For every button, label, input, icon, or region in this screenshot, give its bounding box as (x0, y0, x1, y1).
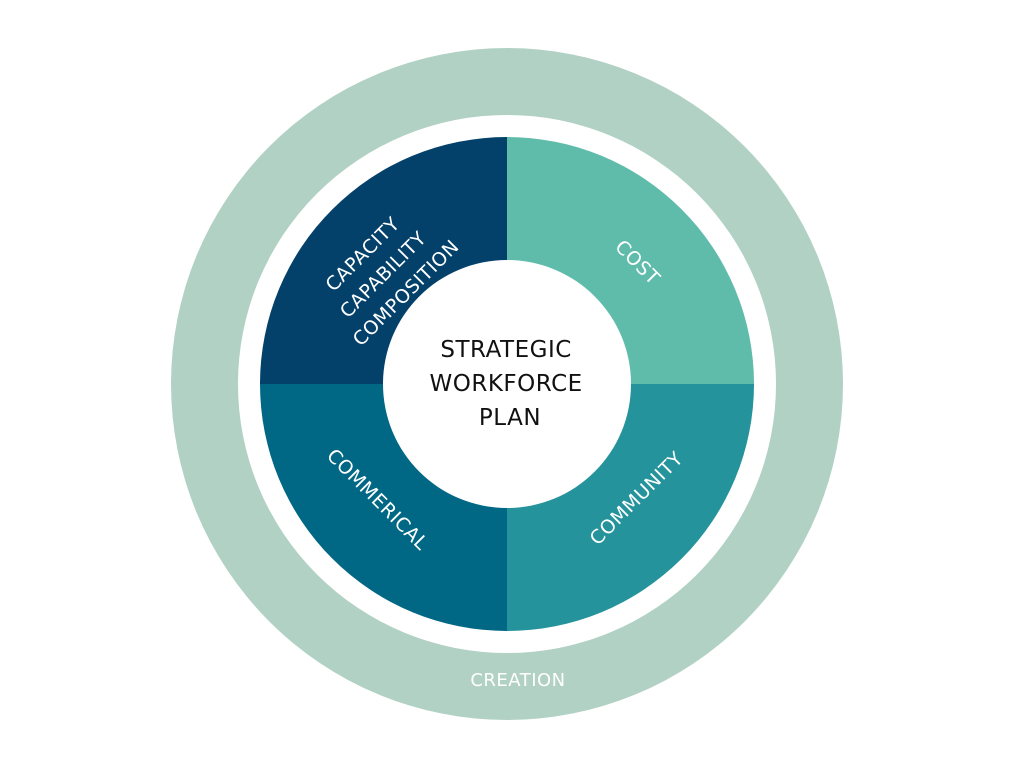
center-label-line: WORKFORCE (430, 371, 583, 397)
segment-top-left-label: CAPACITY CAPABILITY COMPOSITION (308, 195, 464, 351)
center-circle (383, 260, 631, 508)
outer-ring-label: CREATION (470, 670, 565, 691)
center-label-line: STRATEGIC (440, 337, 571, 363)
center-label-line: PLAN (479, 405, 541, 431)
center-label: STRATEGIC WORKFORCE PLAN (430, 337, 591, 431)
